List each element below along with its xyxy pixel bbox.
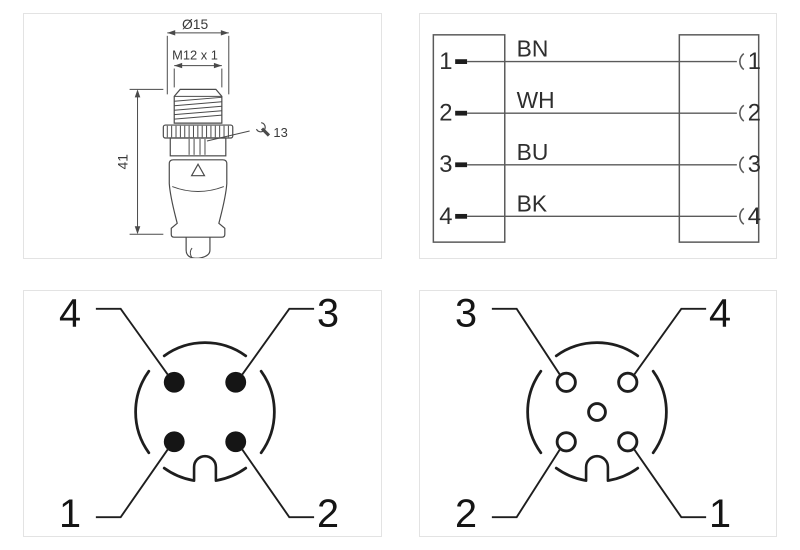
left-connector-block: [432, 34, 506, 243]
socket-contact: [617, 431, 639, 453]
wrench-size-label: 13: [273, 125, 287, 140]
pin-contact-mark: [455, 110, 468, 116]
dimension-arrow: [134, 89, 141, 98]
length-dimension-label: 41: [115, 154, 131, 170]
thread-line: [174, 101, 222, 107]
pin-contact-mark: [455, 59, 468, 64]
pin-number-label: 1: [709, 492, 731, 536]
keyway-notch: [584, 454, 610, 482]
socket-contact-symbol: [739, 104, 745, 122]
face-circle-arc: [215, 466, 248, 482]
center-socket-contact: [587, 402, 607, 422]
pin-leader-line: [240, 448, 315, 519]
face-circle-arc: [259, 369, 276, 455]
pin-number-label: 2: [317, 492, 339, 536]
left-pin-number: 1: [439, 48, 452, 75]
pin-contact-mark: [455, 162, 468, 168]
wire-row: 1 BN 1: [439, 36, 761, 75]
right-pin-number: 4: [748, 203, 761, 230]
thread-line: [174, 96, 222, 102]
pin-contact: [225, 371, 247, 393]
male-pin-face-panel: 4 3 1 2: [23, 290, 382, 537]
socket-contact-symbol: [739, 156, 745, 174]
female-socket-face-panel: 3 4 2 1: [419, 290, 777, 537]
pin-number-label: 3: [455, 292, 477, 336]
pin-contact: [163, 431, 185, 453]
socket-contact: [555, 371, 577, 393]
left-pin-number: 3: [439, 151, 452, 178]
female-connector-face-view: 3 4 2 1: [455, 292, 731, 536]
grip-body: [168, 159, 228, 238]
knurl-hatching: [166, 125, 229, 138]
face-circle-arc: [526, 369, 543, 455]
right-pin-number: 2: [748, 100, 761, 127]
keyway-notch: [192, 454, 218, 482]
open-end-wrench-icon: [255, 122, 271, 137]
thread-line: [174, 110, 222, 116]
pin-leader-line: [491, 448, 562, 519]
hex-section: [169, 137, 227, 157]
socket-contact-symbol: [739, 207, 745, 225]
cable-end-cut: [189, 247, 193, 258]
pin-leader-line: [632, 307, 707, 376]
wrench-leader-line: [206, 130, 250, 142]
wire-color-label: BN: [517, 36, 549, 62]
pin-leader-line: [95, 448, 170, 519]
dimension-arrow: [174, 62, 183, 69]
pin-contact: [163, 371, 185, 393]
right-pin-number: 3: [748, 151, 761, 178]
pin-leader-line: [632, 448, 707, 519]
wiring-diagram-panel: 1 BN 1 2 WH 2 3 BU 3 4: [419, 13, 777, 259]
dimension-arrow: [167, 30, 176, 36]
pin-leader-line: [240, 307, 315, 376]
wire-color-label: BK: [517, 190, 547, 216]
face-circle-arc: [607, 466, 640, 482]
face-circle-arc: [134, 369, 151, 455]
pin-leader-line: [491, 307, 562, 376]
dimension-drawing-panel: Ø15 M12 x 1 41: [23, 13, 382, 259]
dimension-arrow: [134, 226, 141, 235]
pin-number-label: 2: [455, 492, 477, 536]
pin-contact: [225, 431, 247, 453]
face-circle-arc: [162, 466, 195, 482]
face-circle-arc: [554, 341, 640, 358]
dimension-arrow: [213, 62, 222, 69]
cable-stub: [185, 237, 211, 258]
wire-row: 2 WH 2: [439, 87, 761, 126]
connector-side-view-drawing: Ø15 M12 x 1 41: [115, 16, 288, 258]
pin-number-label: 3: [317, 292, 339, 336]
dimension-arrow: [220, 30, 229, 36]
right-pin-number: 1: [748, 48, 761, 75]
pin-number-label: 1: [59, 492, 81, 536]
wiring-diagram: 1 BN 1 2 WH 2 3 BU 3 4: [432, 34, 761, 243]
face-circle-arc: [162, 341, 248, 358]
face-circle-arc: [651, 369, 668, 455]
left-pin-number: 4: [439, 203, 452, 230]
left-pin-number: 2: [439, 100, 452, 127]
socket-contact: [555, 431, 577, 453]
pin-contact-mark: [455, 213, 468, 219]
wire-row: 4 BK 4: [439, 190, 761, 229]
male-connector-face-view: 4 3 1 2: [59, 292, 339, 536]
thread-dimension-label: M12 x 1: [172, 48, 218, 63]
face-circle-arc: [554, 466, 587, 482]
pin-leader-line: [95, 307, 170, 376]
wire-color-label: WH: [517, 87, 555, 113]
socket-contact-symbol: [739, 53, 745, 71]
diameter-dimension-label: Ø15: [182, 16, 209, 32]
wire-color-label: BU: [517, 139, 549, 165]
orientation-triangle-mark: [190, 163, 206, 177]
right-connector-block: [678, 34, 760, 243]
thread-line: [174, 114, 222, 120]
wire-row: 3 BU 3: [439, 139, 761, 178]
pin-number-label: 4: [709, 292, 731, 336]
pin-number-label: 4: [59, 292, 81, 336]
socket-contact: [617, 371, 639, 393]
grip-seam-curve: [172, 186, 225, 193]
thread-line: [174, 105, 222, 111]
